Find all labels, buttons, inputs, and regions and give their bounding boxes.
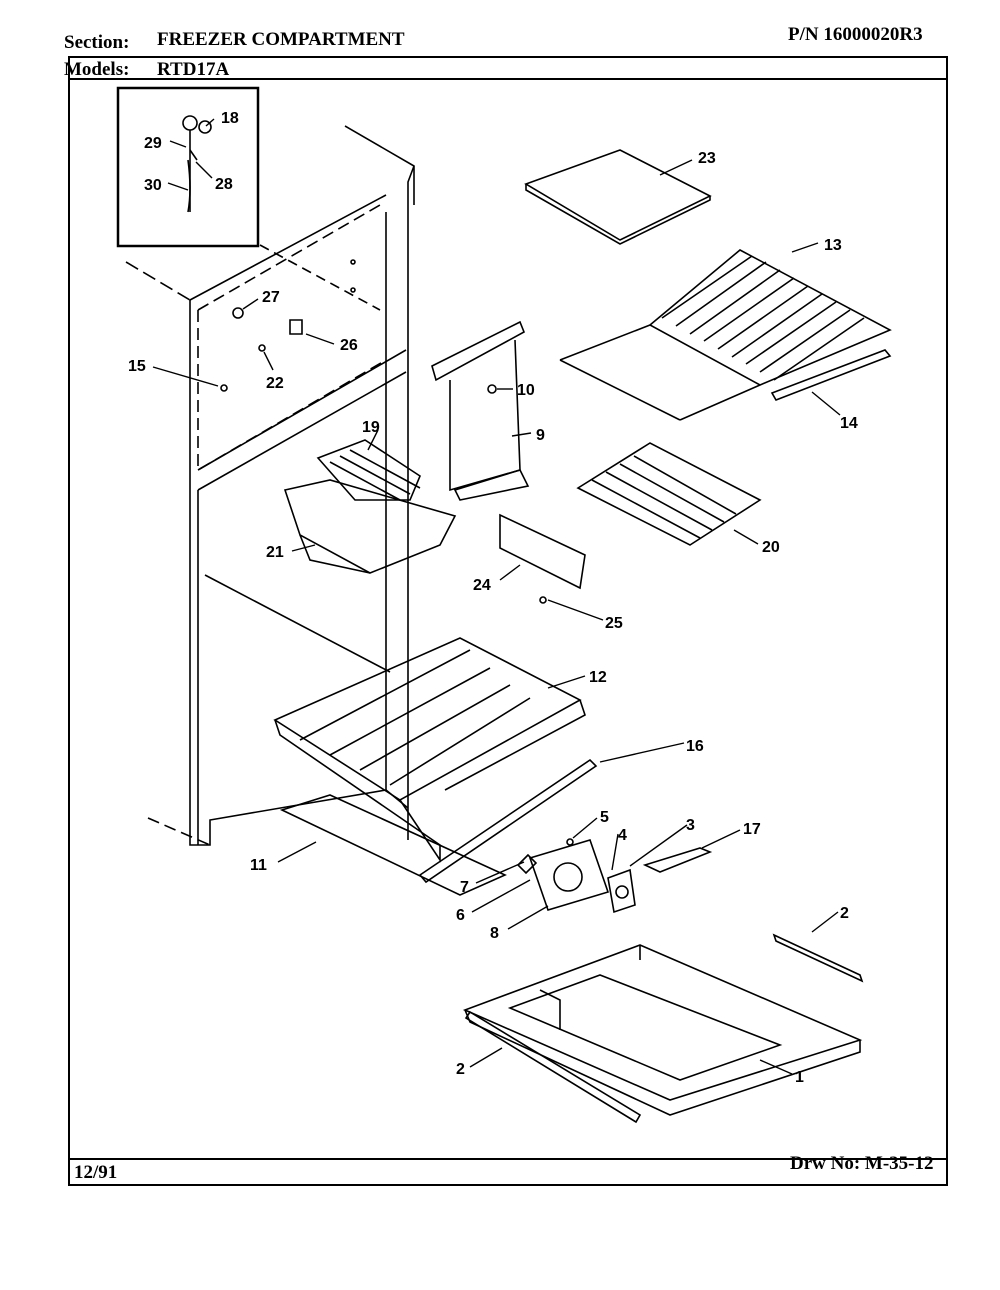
drawing-number: Drw No: M-35-12 (790, 1153, 934, 1174)
leader-lines (152, 118, 841, 1075)
callout-26: 26 (340, 337, 358, 354)
drawing-date: 12/91 (74, 1162, 118, 1183)
part-2-rail-right (772, 933, 864, 983)
part-17-duct (642, 847, 713, 873)
part-16-rod (418, 758, 598, 884)
callout-3: 3 (686, 817, 695, 834)
section-title: FREEZER COMPARTMENT (157, 29, 405, 50)
callout-8: 8 (490, 925, 499, 942)
callout-9: 9 (536, 427, 545, 444)
callout-labels: 18 29 28 30 23 13 27 26 22 15 10 9 14 19… (128, 110, 858, 1086)
callout-19: 19 (362, 419, 380, 436)
callout-2-right: 2 (840, 905, 849, 922)
models-label: Models: (64, 59, 130, 80)
part-9-duct (431, 320, 530, 501)
part-23-cover (524, 149, 712, 245)
callout-16: 16 (686, 738, 704, 755)
callout-13: 13 (824, 237, 842, 254)
callout-18: 18 (221, 110, 239, 127)
cabinet-outline (125, 125, 415, 846)
callout-14: 14 (840, 415, 858, 432)
callout-20: 20 (762, 539, 780, 556)
fan-assembly-group (516, 838, 636, 914)
part-24-baffle (499, 513, 586, 590)
part-25-screw (539, 596, 547, 604)
part-14-rail (770, 349, 892, 401)
callout-7: 7 (460, 879, 469, 896)
callout-25: 25 (605, 615, 623, 632)
callout-29: 29 (144, 135, 162, 152)
part-2-rail-left (464, 1010, 642, 1124)
part-number: P/N 16000020R3 (788, 24, 923, 45)
callout-30: 30 (144, 177, 162, 194)
callout-22: 22 (266, 375, 284, 392)
header-rule (68, 78, 948, 80)
callout-24: 24 (473, 577, 491, 594)
callout-6: 6 (456, 907, 465, 924)
section-label: Section: (64, 32, 130, 53)
callout-28: 28 (215, 176, 233, 193)
callout-17: 17 (743, 821, 761, 838)
callout-27: 27 (262, 289, 280, 306)
part-21-ice-bin (283, 479, 457, 574)
part-12-shelf (273, 637, 586, 863)
callout-21: 21 (266, 544, 284, 561)
callout-1: 1 (795, 1069, 804, 1086)
part-20-basket (576, 442, 762, 546)
part-19-ice-tray (316, 439, 421, 501)
callout-2-left: 2 (456, 1061, 465, 1078)
footer-rule (68, 1158, 948, 1160)
part-11-plate (279, 794, 507, 896)
inset-thermostat-group (116, 86, 260, 248)
drawing-frame (68, 56, 948, 1186)
fasteners-group (220, 259, 356, 392)
callout-5: 5 (600, 809, 609, 826)
callout-10: 10 (517, 382, 535, 399)
callout-12: 12 (589, 669, 607, 686)
part-1-base (462, 944, 863, 1116)
part-13-wire-shelf (559, 249, 892, 421)
callout-15: 15 (128, 358, 146, 375)
callout-23: 23 (698, 150, 716, 167)
models-value: RTD17A (157, 59, 230, 80)
callout-11: 11 (250, 857, 267, 874)
callout-4: 4 (618, 827, 627, 844)
